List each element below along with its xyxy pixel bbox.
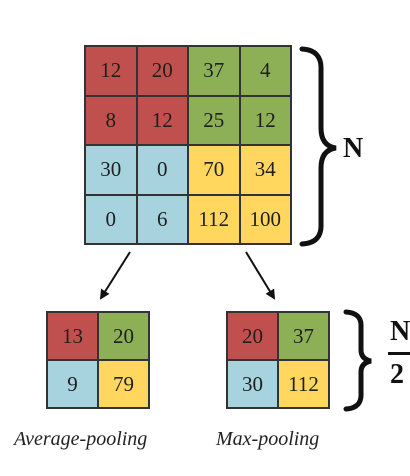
max-pooling-caption: Max-pooling bbox=[216, 428, 320, 450]
size-label: N bbox=[343, 133, 364, 164]
average-pooling-caption: Average-pooling bbox=[14, 428, 148, 450]
matrix-cell: 8 bbox=[85, 95, 137, 145]
arrow-to-max bbox=[245, 251, 276, 300]
matrix-cell: 34 bbox=[239, 145, 291, 195]
fraction-bar bbox=[388, 352, 410, 355]
matrix-cell: 6 bbox=[136, 194, 188, 244]
matrix-cell: 25 bbox=[188, 95, 240, 145]
matrix-cell: 30 bbox=[85, 145, 137, 195]
matrix-cell: 30 bbox=[227, 360, 278, 408]
matrix-cell: 12 bbox=[85, 46, 137, 96]
matrix-cell: 100 bbox=[239, 194, 291, 244]
matrix-cell: 37 bbox=[188, 46, 240, 96]
half-size-numerator: N bbox=[390, 316, 410, 347]
matrix-cell: 20 bbox=[136, 46, 188, 96]
matrix-cell: 0 bbox=[136, 145, 188, 195]
matrix-cell: 112 bbox=[278, 360, 329, 408]
brace-half-n bbox=[343, 309, 372, 412]
matrix-cell: 20 bbox=[227, 312, 278, 360]
brace-n bbox=[299, 46, 337, 247]
matrix-cell: 9 bbox=[47, 360, 98, 408]
matrix-cell: 112 bbox=[188, 194, 240, 244]
matrix-cell: 20 bbox=[98, 312, 149, 360]
matrix-cell: 4 bbox=[239, 46, 291, 96]
half-size-denominator: 2 bbox=[390, 359, 404, 390]
matrix-cell: 12 bbox=[136, 95, 188, 145]
matrix-cell: 79 bbox=[98, 360, 149, 408]
matrix-cell: 70 bbox=[188, 145, 240, 195]
half-size-label: N 2 bbox=[388, 318, 410, 389]
arrow-to-average bbox=[99, 251, 131, 300]
matrix-cell: 12 bbox=[239, 95, 291, 145]
matrix-cell: 13 bbox=[47, 312, 98, 360]
matrix-cell: 37 bbox=[278, 312, 329, 360]
matrix-cell: 0 bbox=[85, 194, 137, 244]
